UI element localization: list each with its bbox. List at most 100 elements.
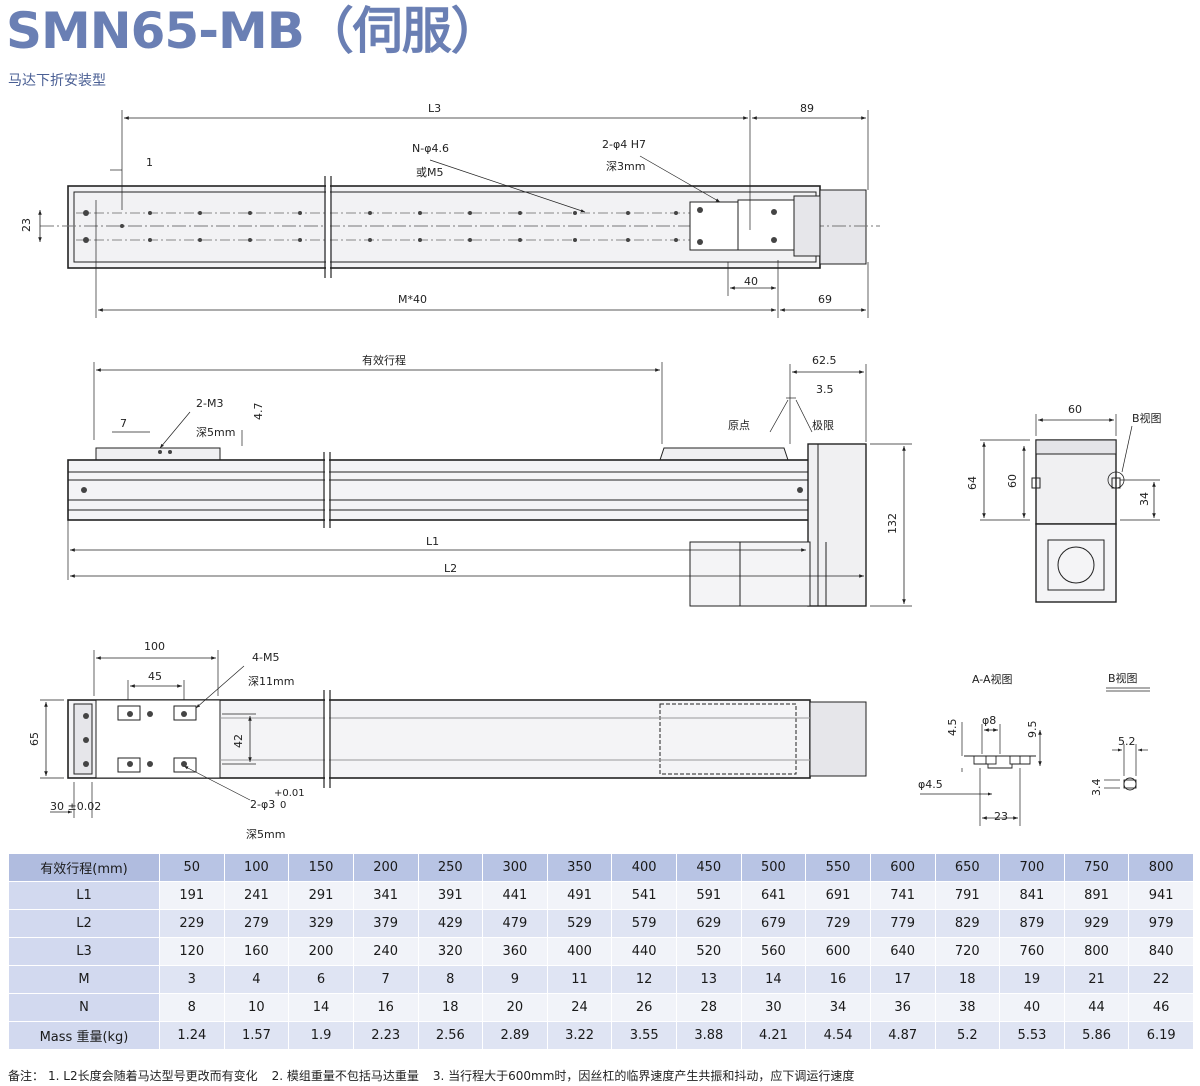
table-cell: 391	[417, 881, 484, 910]
table-cell: 6.19	[1128, 1021, 1194, 1050]
table-cell: 1.57	[223, 1021, 290, 1050]
table-cell: 629	[676, 909, 742, 938]
label-m5-depth: 深11mm	[248, 675, 294, 688]
dim-30: 30 ±0.02	[50, 800, 101, 813]
table-cell: 5.86	[1063, 1021, 1130, 1050]
table-cell: 50	[159, 853, 225, 882]
table-cell: 3	[159, 965, 225, 994]
table-cell: 320	[417, 937, 484, 966]
table-cell: 11	[546, 965, 613, 994]
table-cell: 529	[546, 909, 613, 938]
dim-phi4-5: φ4.5	[918, 778, 943, 791]
top-view-holes	[83, 207, 777, 245]
table-cell: 350	[546, 853, 613, 882]
dim-7: 7	[120, 417, 127, 430]
table-cell: 160	[223, 937, 290, 966]
table-cell: 40	[999, 993, 1065, 1022]
table-cell: 679	[740, 909, 807, 938]
table-cell: 21	[1063, 965, 1130, 994]
table-cell: 491	[546, 881, 613, 910]
table-cell: 191	[159, 881, 225, 910]
table-cell: 840	[1128, 937, 1194, 966]
table-cell: 100	[223, 853, 290, 882]
dim-stroke: 有效行程	[362, 353, 406, 367]
dim-4-5: 4.5	[946, 719, 959, 737]
table-cell: 20	[482, 993, 548, 1022]
label-pin3: 2-φ3	[250, 798, 275, 811]
table-cell: 700	[999, 853, 1065, 882]
bottom-view-holes	[83, 711, 187, 767]
table-cell: 941	[1128, 881, 1194, 910]
bottom-view	[40, 650, 867, 818]
table-cell: 44	[1063, 993, 1130, 1022]
dim-100: 100	[144, 640, 165, 653]
row-label: L3	[8, 937, 160, 966]
dim-3-4: 3.4	[1090, 779, 1103, 797]
dim-60-height: 60	[1006, 474, 1019, 488]
table-cell: 841	[999, 881, 1065, 910]
table-cell: 200	[288, 937, 354, 966]
table-cell: 550	[805, 853, 871, 882]
dim-m40: M*40	[398, 293, 427, 306]
table-cell: 30	[740, 993, 807, 1022]
dim-9-5: 9.5	[1026, 721, 1039, 739]
table-cell: 36	[869, 993, 936, 1022]
label-pin-depth: 深3mm	[606, 160, 645, 173]
table-cell: 579	[611, 909, 677, 938]
label-m3-depth: 深5mm	[196, 426, 235, 439]
table-cell: 10	[223, 993, 290, 1022]
table-cell: 24	[546, 993, 613, 1022]
label-view-b: B视图	[1108, 671, 1138, 685]
table-cell: 8	[417, 965, 484, 994]
table-cell: 14	[740, 965, 807, 994]
top-view	[38, 110, 880, 318]
table-cell: 729	[805, 909, 871, 938]
table-cell: 800	[1128, 853, 1194, 882]
table-cell: 640	[869, 937, 936, 966]
table-cell: 200	[352, 853, 419, 882]
dim-89: 89	[800, 102, 814, 115]
dim-L1: L1	[426, 535, 439, 548]
label-b-view-ref: B视图	[1132, 411, 1162, 425]
table-cell: 829	[934, 909, 1001, 938]
dim-42: 42	[232, 734, 245, 748]
table-cell: 16	[805, 965, 871, 994]
note-2: 2. 模组重量不包括马达重量	[271, 1069, 419, 1083]
table-cell: 760	[999, 937, 1065, 966]
table-cell: 479	[482, 909, 548, 938]
table-cell: 520	[676, 937, 742, 966]
label-m5: 4-M5	[252, 651, 279, 664]
dim-62-5: 62.5	[812, 354, 837, 367]
table-cell: 120	[159, 937, 225, 966]
table-cell: 250	[417, 853, 484, 882]
table-cell: 3.22	[546, 1021, 613, 1050]
table-cell: 38	[934, 993, 1001, 1022]
table-cell: 560	[740, 937, 807, 966]
row-label: Mass 重量(kg)	[8, 1021, 160, 1050]
dim-L2: L2	[444, 562, 457, 575]
label-hole-n: N-φ4.6	[412, 142, 449, 155]
table-cell: 26	[611, 993, 677, 1022]
dim-L3: L3	[428, 102, 441, 115]
table-cell: 46	[1128, 993, 1194, 1022]
row-label: L1	[8, 881, 160, 910]
technical-drawing: L3 89 1 23 N-φ4.6 或M5 2-φ4 H7 深3mm 40 69…	[20, 102, 1162, 841]
dim-4-7: 4.7	[252, 403, 265, 421]
table-cell: 750	[1063, 853, 1130, 882]
view-b	[1104, 687, 1150, 791]
row-label: 有效行程(mm)	[8, 853, 160, 882]
table-cell: 16	[352, 993, 419, 1022]
dim-3-5: 3.5	[816, 383, 834, 396]
table-cell: 720	[934, 937, 1001, 966]
table-cell: 3.88	[676, 1021, 742, 1050]
dim-5-2: 5.2	[1118, 735, 1136, 748]
dim-64: 64	[966, 476, 979, 490]
dim-60-width: 60	[1068, 403, 1082, 416]
